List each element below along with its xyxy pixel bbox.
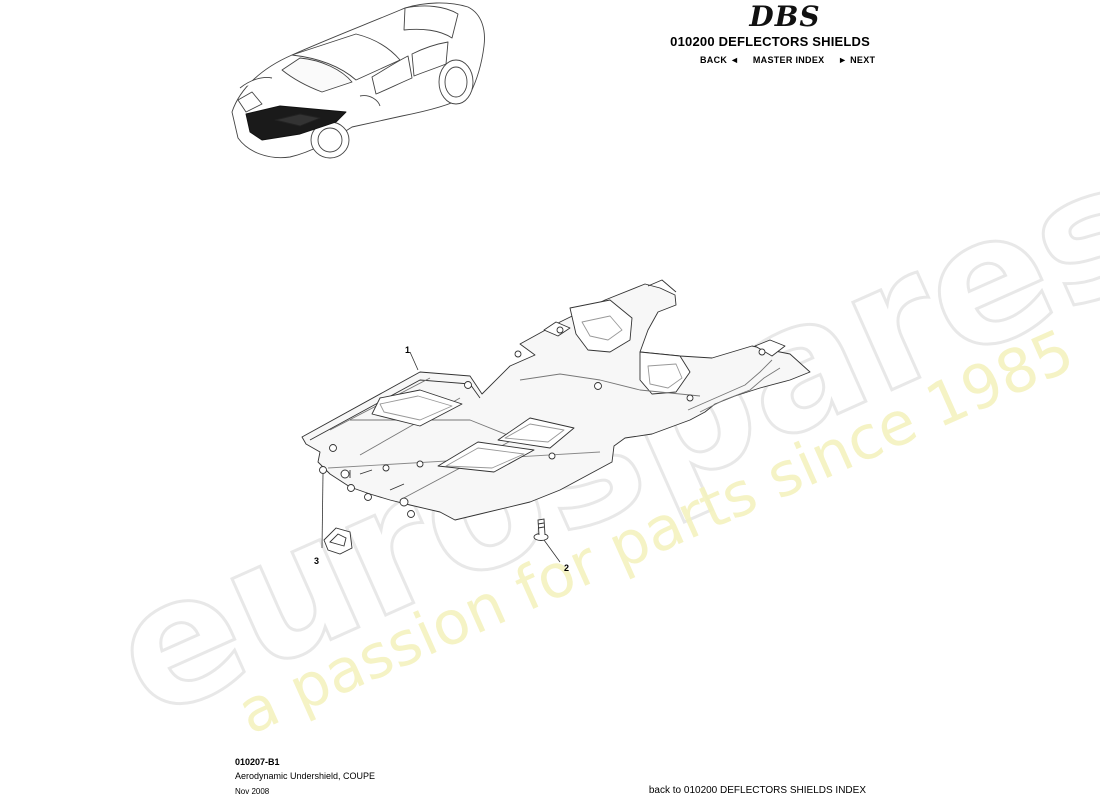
callout-3[interactable]: 3 (314, 556, 319, 566)
callout-1[interactable]: 1 (405, 345, 410, 355)
next-link[interactable]: ► NEXT (838, 55, 875, 65)
nav-bar: BACK ◄ MASTER INDEX ► NEXT (700, 55, 875, 65)
callout-2[interactable]: 2 (564, 563, 569, 573)
diagram-code: 010207-B1 (235, 757, 280, 767)
back-link[interactable]: BACK ◄ (700, 55, 739, 65)
dbs-logo: DBS (749, 0, 821, 33)
back-arrow-icon: ◄ (730, 55, 740, 65)
back-to-index-link[interactable]: back to 010200 DEFLECTORS SHIELDS INDEX (648, 785, 866, 796)
next-arrow-icon: ► (838, 55, 848, 65)
master-index-link[interactable]: MASTER INDEX (752, 55, 825, 65)
edge-clips (319, 466, 415, 518)
diagram-description: Aerodynamic Undershield, COUPE (235, 771, 376, 781)
bolt-part (533, 518, 549, 541)
section-title: 010200 DEFLECTORS SHIELDS (670, 34, 870, 49)
undershield-part (301, 279, 811, 521)
clip-nut-part (323, 527, 353, 555)
back-label: BACK (700, 55, 728, 65)
diagram-date: Nov 2008 (235, 787, 270, 796)
next-label: NEXT (850, 55, 876, 65)
car-illustration (231, 2, 485, 159)
leader-lines (321, 351, 561, 563)
